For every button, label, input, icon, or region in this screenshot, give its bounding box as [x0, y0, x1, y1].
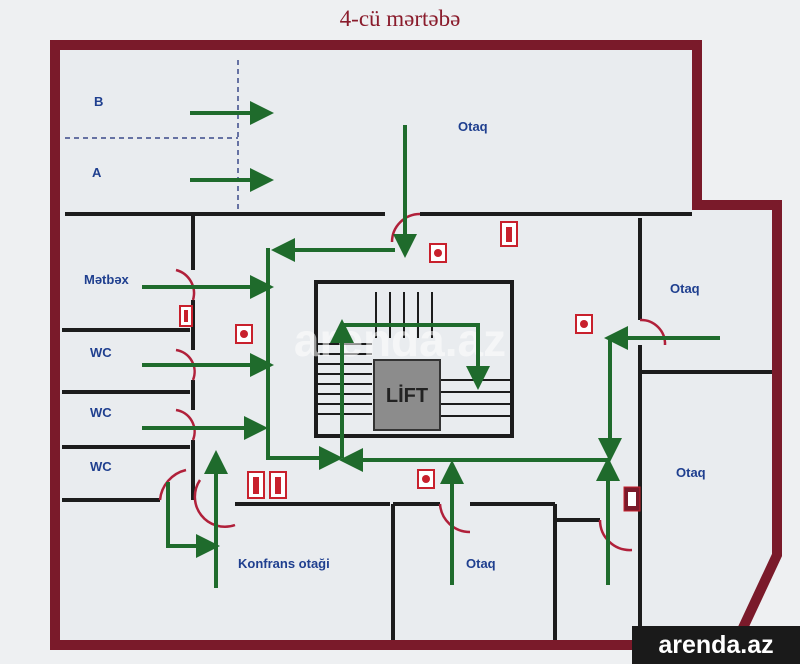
- doors: [158, 212, 667, 552]
- room-label-konfrans: Konfrans otaği: [238, 556, 330, 571]
- extinguisher-icon: [247, 471, 265, 499]
- floor-title: 4-cü mərtəbə: [339, 6, 461, 31]
- room-label-otaq-top: Otaq: [458, 119, 488, 134]
- room-label-wc-1: WC: [90, 345, 112, 360]
- extinguisher-icon: [269, 471, 287, 499]
- fire-alarm-icon: [235, 324, 253, 344]
- fire-alarm-icon: [417, 469, 435, 489]
- fire-alarm-icon: [429, 243, 447, 263]
- room-label-otaq-bottom: Otaq: [466, 556, 496, 571]
- room-label-metbex: Mətbəx: [84, 272, 130, 287]
- evacuation-arrows: [142, 101, 720, 588]
- room-label-b: B: [94, 94, 103, 109]
- inner-walls: [62, 212, 772, 640]
- extinguisher-icon: [179, 305, 193, 327]
- lift-label: LİFT: [386, 384, 428, 407]
- room-label-otaq-right-upper: Otaq: [670, 281, 700, 296]
- room-label-wc-2: WC: [90, 405, 112, 420]
- extinguisher-icon: [500, 221, 518, 247]
- watermark: arenda.az: [294, 314, 506, 366]
- lift-box: [373, 359, 441, 431]
- exit-sign-icon: [623, 486, 641, 512]
- room-label-otaq-right-lower: Otaq: [676, 465, 706, 480]
- room-label-a: A: [92, 165, 102, 180]
- fire-alarm-icon: [575, 314, 593, 334]
- site-badge: arenda.az: [632, 626, 800, 664]
- room-label-wc-3: WC: [90, 459, 112, 474]
